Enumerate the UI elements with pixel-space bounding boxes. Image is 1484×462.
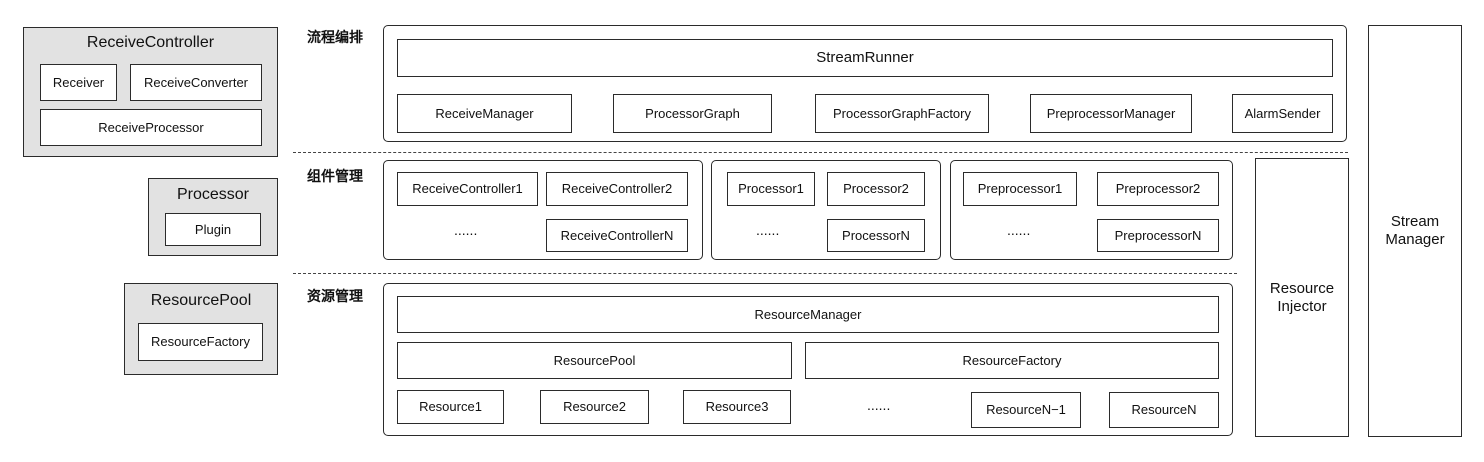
stream-manager: Stream Manager [1368,25,1462,437]
legend-receiver: Receiver [40,64,117,101]
legend-plugin: Plugin [165,213,261,246]
receive-controllers-frame [383,160,703,260]
receive-controller-1: ReceiveController1 [397,172,538,206]
preprocessors-frame [950,160,1233,260]
orch-processor-graph: ProcessorGraph [613,94,772,133]
resource-frame [383,283,1233,436]
legend-receive-converter: ReceiveConverter [130,64,262,101]
section-label-resource: 资源管理 [307,288,363,304]
legend-resource-pool-title: ResourcePool [150,292,252,309]
resource-pool: ResourcePool [397,342,792,379]
legend-receive-controller-title: ReceiveController [86,34,215,51]
processor-2: Processor2 [827,172,925,206]
receive-controller-n: ReceiveControllerN [546,219,688,252]
separator-top [293,152,1348,153]
preprocessor-n: PreprocessorN [1097,219,1219,252]
section-label-component: 组件管理 [307,168,363,184]
processor-1: Processor1 [727,172,815,206]
orchestration-frame [383,25,1347,142]
stream-runner: StreamRunner [397,39,1333,77]
orch-preprocessor-manager: PreprocessorManager [1030,94,1192,133]
receive-controllers-ellipsis: ...... [454,222,478,238]
processors-ellipsis: ...... [756,222,780,238]
resource-1: Resource1 [397,390,504,424]
resource-n-minus-1: ResourceN−1 [971,392,1081,428]
legend-resource-factory: ResourceFactory [138,323,263,361]
legend-processor-title: Processor [176,186,250,203]
receive-controller-2: ReceiveController2 [546,172,688,206]
resource-manager: ResourceManager [397,296,1219,333]
preprocessor-2: Preprocessor2 [1097,172,1219,206]
separator-bottom [293,273,1237,274]
resources-ellipsis: ...... [867,397,891,413]
resource-injector: Resource Injector [1255,158,1349,437]
resource-3: Resource3 [683,390,791,424]
resource-factory: ResourceFactory [805,342,1219,379]
preprocessors-ellipsis: ...... [1007,222,1031,238]
resource-2: Resource2 [540,390,649,424]
orch-alarm-sender: AlarmSender [1232,94,1333,133]
orch-receive-manager: ReceiveManager [397,94,572,133]
legend-receive-processor: ReceiveProcessor [40,109,262,146]
processors-frame [711,160,941,260]
section-label-orchestration: 流程编排 [307,29,363,45]
orch-processor-graph-factory: ProcessorGraphFactory [815,94,989,133]
processor-n: ProcessorN [827,219,925,252]
preprocessor-1: Preprocessor1 [963,172,1077,206]
resource-n: ResourceN [1109,392,1219,428]
